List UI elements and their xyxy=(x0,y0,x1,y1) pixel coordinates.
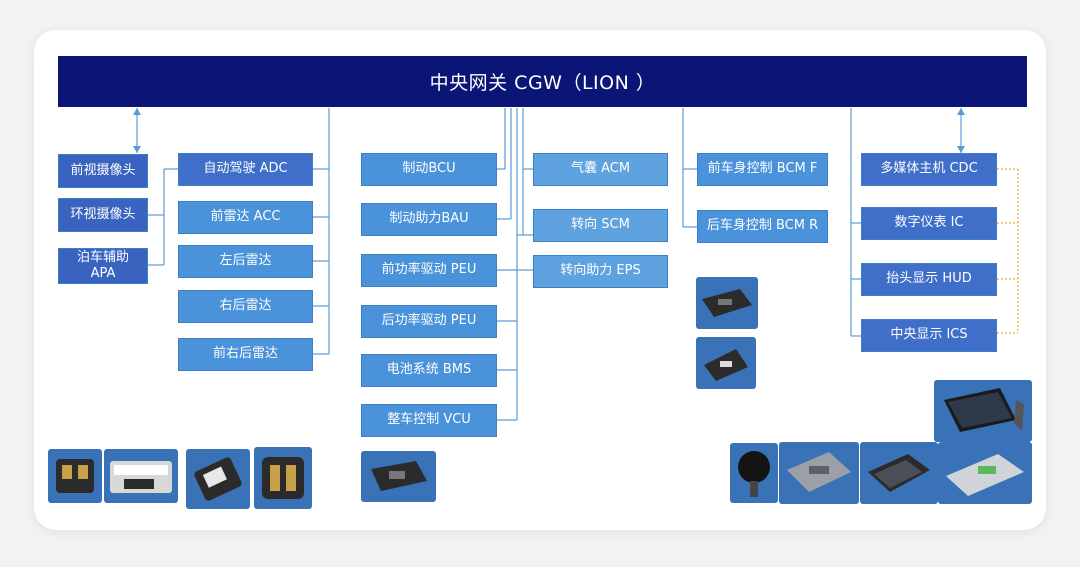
module-adc: 自动驾驶 ADC xyxy=(178,153,313,186)
display-unit-photo xyxy=(934,380,1032,442)
ics-unit-photo xyxy=(938,442,1032,504)
module-hud: 抬头显示 HUD xyxy=(861,263,997,296)
module-rear-right-radar: 右后雷达 xyxy=(178,290,313,323)
bcm-r-unit-photo xyxy=(696,337,756,389)
module-bcm-r: 后车身控制 BCM R xyxy=(697,210,828,243)
module-ics: 中央显示 ICS xyxy=(861,319,997,352)
camera-module-photo xyxy=(48,449,102,503)
radar-sensor-photo xyxy=(186,449,250,509)
module-ic: 数字仪表 IC xyxy=(861,207,997,240)
module-surround-camera: 环视摄像头 xyxy=(58,198,148,232)
apa-module-photo xyxy=(104,449,178,503)
module-scm: 转向 SCM xyxy=(533,209,668,242)
module-vcu: 整车控制 VCU xyxy=(361,404,497,437)
module-cdc: 多媒体主机 CDC xyxy=(861,153,997,186)
hud-sensor-photo xyxy=(730,443,778,503)
gateway-bar: 中央网关 CGW（LION ） xyxy=(58,56,1027,107)
vcu-unit-photo xyxy=(361,451,436,502)
module-front-camera: 前视摄像头 xyxy=(58,154,148,188)
module-bau: 制动助力BAU xyxy=(361,203,497,236)
ic-unit-photo xyxy=(860,442,938,504)
cdc-unit-photo xyxy=(779,442,859,504)
module-front-peu: 前功率驱动 PEU xyxy=(361,254,497,287)
module-bcu: 制动BCU xyxy=(361,153,497,186)
module-front-radar: 前雷达 ACC xyxy=(178,201,313,234)
bcm-f-unit-photo xyxy=(696,277,758,329)
radar-unit-photo xyxy=(254,447,312,509)
module-acm: 气囊 ACM xyxy=(533,153,668,186)
module-bcm-f: 前车身控制 BCM F xyxy=(697,153,828,186)
module-rear-peu: 后功率驱动 PEU xyxy=(361,305,497,338)
module-eps: 转向助力 EPS xyxy=(533,255,668,288)
module-front-right-radar: 前右后雷达 xyxy=(178,338,313,371)
module-apa: 泊车辅助 APA xyxy=(58,248,148,284)
module-rear-left-radar: 左后雷达 xyxy=(178,245,313,278)
module-bms: 电池系统 BMS xyxy=(361,354,497,387)
